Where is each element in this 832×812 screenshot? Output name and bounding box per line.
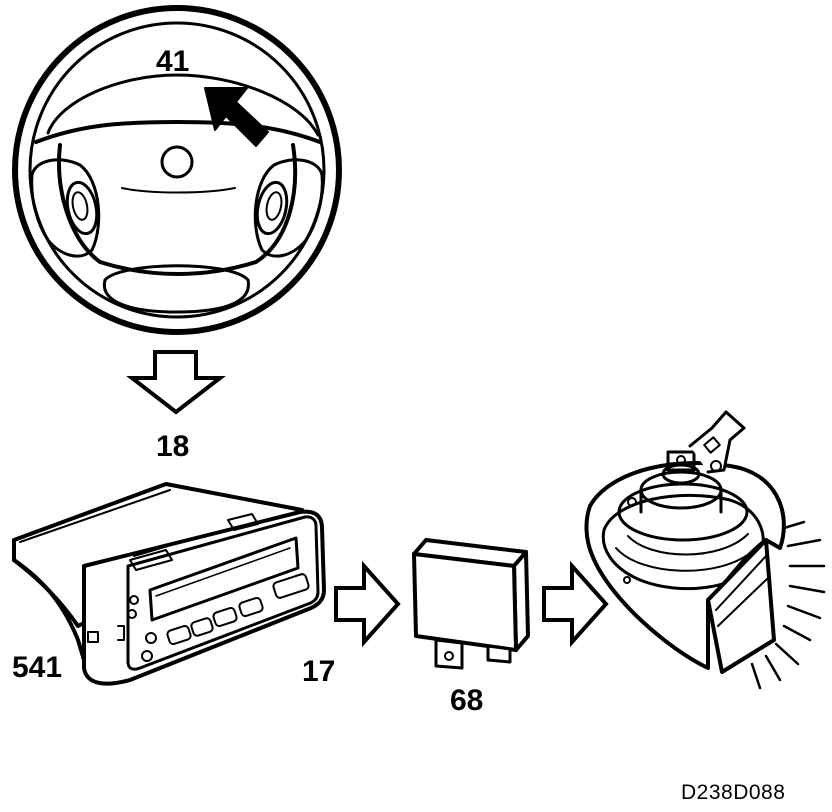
flow-arrow-2-icon xyxy=(544,566,606,642)
down-flow-arrow-icon xyxy=(132,352,220,412)
sound-waves-icon xyxy=(752,522,824,688)
radio-unit-icon xyxy=(14,484,324,684)
reference-code: D238D088 xyxy=(681,781,786,804)
relay-icon xyxy=(414,540,528,668)
callout-18: 18 xyxy=(156,430,190,463)
steering-wheel-icon xyxy=(15,8,339,332)
callout-541: 541 xyxy=(12,651,63,684)
callout-17: 17 xyxy=(302,655,336,688)
callout-41: 41 xyxy=(156,45,190,78)
horn-icon xyxy=(586,412,783,672)
press-arrow-icon xyxy=(205,88,268,146)
flow-arrow-1-icon xyxy=(336,566,398,642)
callout-68: 68 xyxy=(450,684,484,717)
